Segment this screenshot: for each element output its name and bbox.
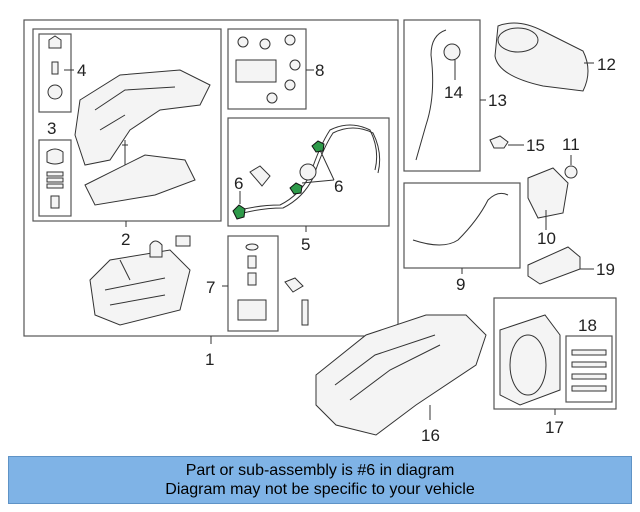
part-reservoir-12 (494, 22, 589, 92)
part-fittings-7 (237, 243, 309, 326)
subassembly-frame-8 (227, 28, 307, 110)
subassembly-frame-3 (38, 139, 72, 217)
parts-diagram: 1 2 3 4 5 6 6 7 8 9 10 11 12 13 14 15 16… (23, 19, 617, 445)
subassembly-frame-9 (403, 182, 521, 269)
part-air-lines-5 (239, 124, 381, 214)
clip-highlighted-6 (232, 140, 325, 220)
callout-11: 11 (562, 135, 580, 154)
part-shield-16-ribs (334, 334, 441, 401)
callout-6-left: 6 (234, 174, 243, 193)
part-clip-15 (489, 135, 509, 149)
callout-5: 5 (301, 235, 310, 254)
callout-6-right: 6 (334, 177, 343, 196)
callout-15: 15 (526, 136, 545, 155)
part-bracket-2 (74, 69, 211, 206)
subassembly-frame-18 (565, 335, 613, 403)
callout-18: 18 (578, 316, 597, 335)
subassembly-frame-7 (227, 235, 279, 332)
callout-19: 19 (596, 260, 615, 279)
callout-8: 8 (315, 61, 324, 80)
part-line-9 (412, 192, 509, 246)
callout-7: 7 (206, 278, 215, 297)
part-hardware-8 (235, 34, 301, 104)
banner-line-2: Diagram may not be specific to your vehi… (165, 481, 475, 498)
subassembly-frame-2 (32, 28, 222, 222)
callout-12: 12 (597, 55, 616, 74)
callout-3: 3 (47, 119, 56, 138)
callout-1: 1 (205, 350, 214, 369)
part-compressor (89, 235, 191, 326)
part-shield-16 (315, 314, 487, 436)
part-springs-3 (46, 148, 64, 209)
part-cap-11 (564, 165, 578, 179)
subassembly-frame-5 (227, 117, 390, 227)
callout-10: 10 (537, 229, 556, 248)
subassembly-frame-4 (38, 33, 72, 113)
callout-13: 13 (488, 91, 507, 110)
leader-lines-6 (239, 149, 335, 204)
callout-4: 4 (77, 61, 86, 80)
callout-leaders (64, 60, 594, 420)
callout-16: 16 (421, 426, 440, 445)
part-panel-17 (499, 314, 561, 406)
part-module-19 (527, 246, 581, 285)
part-seal-17 (509, 334, 547, 396)
banner-line-1: Part or sub-assembly is #6 in diagram (185, 462, 455, 479)
callout-14: 14 (444, 83, 463, 102)
part-bump-stops-4 (47, 35, 63, 100)
part-fasteners-18 (571, 349, 607, 392)
part-line-14 (415, 29, 461, 161)
callout-17: 17 (545, 418, 564, 437)
info-banner: Part or sub-assembly is #6 in diagram Di… (8, 456, 632, 504)
callout-9: 9 (456, 275, 465, 294)
callout-2: 2 (121, 230, 130, 249)
subassembly-frame-13 (403, 19, 481, 172)
part-valve-10 (527, 167, 569, 219)
